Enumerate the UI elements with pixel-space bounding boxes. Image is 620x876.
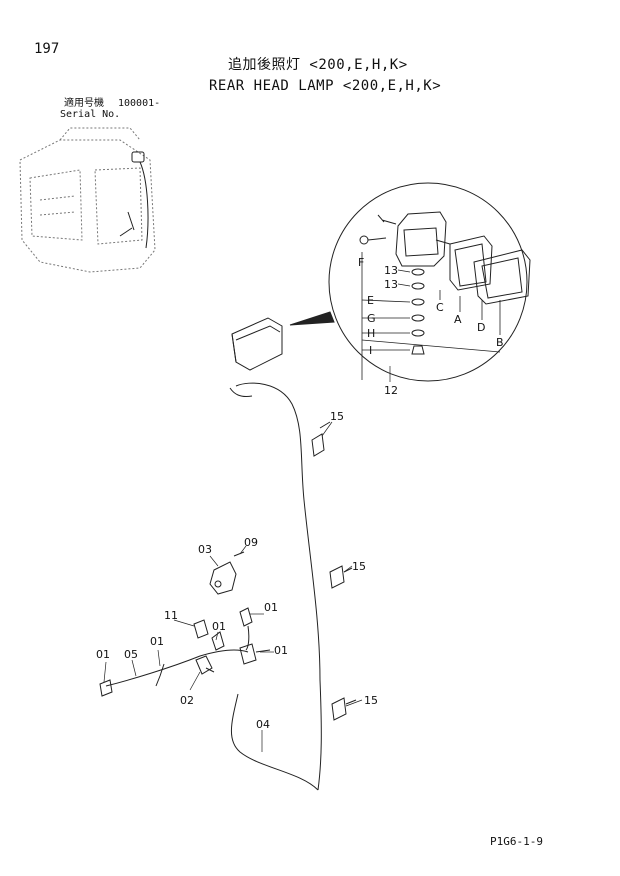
sub-harness-05: [105, 649, 249, 687]
lamp-housing: [377, 211, 447, 267]
callout-13-upper: 13: [384, 264, 398, 277]
connector-01-mid: [211, 631, 225, 651]
screw-09: [233, 551, 245, 557]
callout-02: 02: [180, 694, 194, 707]
callout-h: H: [367, 327, 375, 340]
serial-label-english: Serial No.: [60, 109, 121, 120]
main-harness-cable: [235, 382, 322, 791]
connector-01-top: [239, 607, 253, 651]
cab-lamp-location: [119, 151, 149, 249]
callout-03: 03: [198, 543, 212, 556]
callout-01-left: 01: [96, 648, 110, 661]
main-harness-cable-branch: [229, 387, 253, 397]
callout-g: G: [367, 312, 376, 325]
callout-e: E: [367, 294, 374, 307]
callout-01-mid: 01: [212, 620, 226, 633]
callout-12: 12: [384, 384, 398, 397]
cable-04: [230, 693, 319, 791]
callout-i: I: [369, 344, 372, 357]
callout-01-harness: 01: [150, 635, 164, 648]
callout-a: A: [454, 313, 462, 326]
callout-05: 05: [124, 648, 138, 661]
callout-15-lower: 15: [364, 694, 378, 707]
detail-magnifier-circle: [328, 182, 528, 382]
callout-11: 11: [164, 609, 178, 622]
footer-code: P1G6-1-9: [490, 835, 543, 848]
bolt-f: [359, 235, 387, 245]
bolt-shaft: [435, 239, 451, 245]
connector-01-right: [239, 643, 271, 665]
callout-01-top: 01: [264, 601, 278, 614]
lamp-gasket-a-d: [473, 249, 531, 305]
serial-number-value: 100001-: [118, 98, 161, 109]
callout-c: C: [436, 301, 444, 314]
detail-leader-lines: [361, 252, 501, 380]
callout-01-right: 01: [274, 644, 288, 657]
machine-cab-outline: [19, 127, 156, 273]
callout-13-lower: 13: [384, 278, 398, 291]
callout-15-middle: 15: [352, 560, 366, 573]
callout-09: 09: [244, 536, 258, 549]
callout-15-upper: 15: [330, 410, 344, 423]
clamp-15-middle: [329, 565, 353, 589]
callout-leader-lines: [103, 366, 391, 752]
callout-f: F: [358, 256, 364, 269]
callout-labels: 15 15 15 03 09 11 01 01 01 01 01 05 02 0…: [96, 256, 504, 731]
callout-04: 04: [256, 718, 270, 731]
serial-label-japanese: 適用号機: [64, 98, 104, 109]
lamp-lens-c: [449, 235, 493, 291]
title-japanese: 追加後照灯 <200,E,H,K>: [228, 57, 408, 73]
rear-head-lamp: [231, 317, 283, 371]
connector-01-left: [99, 679, 113, 697]
clamp-15-upper: [311, 421, 331, 457]
connector-11: [193, 619, 209, 639]
title-english: REAR HEAD LAMP <200,E,H,K>: [209, 78, 442, 94]
clamp-15-lower: [331, 697, 357, 721]
switch-03: [209, 561, 237, 595]
washer-stack: [411, 268, 425, 355]
detail-pointer-wedge: [289, 311, 335, 326]
relay-02: [195, 655, 215, 675]
page-number: 197: [34, 41, 60, 57]
callout-d: D: [477, 321, 485, 334]
callout-b: B: [496, 336, 504, 349]
